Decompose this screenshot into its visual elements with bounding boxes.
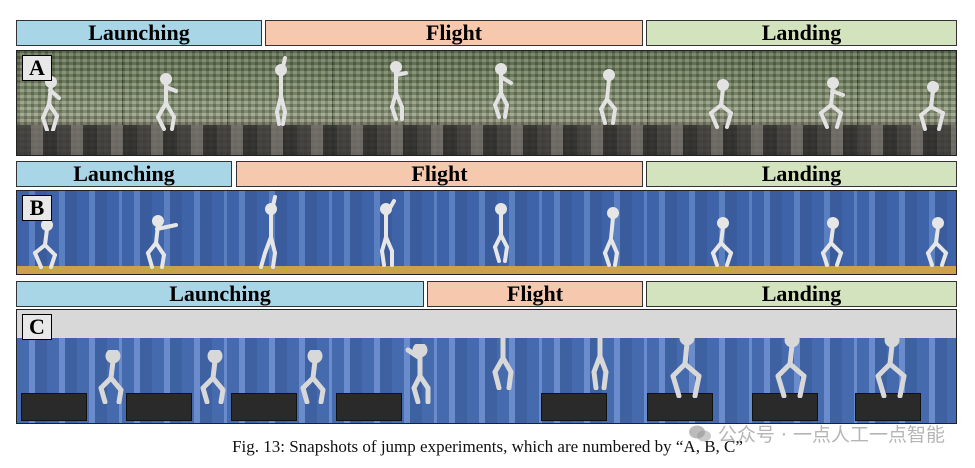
robot-figure-icon — [33, 219, 57, 269]
robot-figure-icon — [819, 77, 845, 129]
wechat-icon — [688, 425, 711, 441]
figure-caption: Fig. 13: Snapshots of jump experiments, … — [232, 437, 743, 456]
phase-bar-c: Launching Flight Landing — [16, 281, 957, 309]
robot-figure-icon — [493, 63, 513, 119]
robot-figure-icon — [709, 79, 733, 129]
phase-bar-b: Launching Flight Landing — [16, 161, 957, 189]
robot-figure-icon — [591, 316, 609, 390]
robot-figure-icon — [711, 217, 733, 267]
row-label-b: B — [22, 195, 52, 221]
robot-figure-icon — [200, 350, 226, 404]
snapshot-strip-a: A — [16, 50, 957, 156]
robot-figure-icon — [599, 69, 617, 125]
robot-figure-icon — [390, 61, 408, 121]
phase-flight-a: Flight — [265, 20, 643, 46]
robot-figure-icon — [493, 203, 509, 263]
phase-launching-b: Launching — [16, 161, 232, 187]
robot-figure-icon — [98, 350, 124, 404]
robot-figure-icon — [821, 217, 843, 267]
phase-landing-c: Landing — [646, 281, 957, 307]
robot-figure-icon — [603, 207, 619, 267]
robot-figure-icon — [300, 350, 326, 404]
row-label-c: C — [22, 314, 52, 340]
robot-figure-icon — [275, 56, 287, 126]
robot-figure-icon — [926, 217, 948, 267]
snapshot-strip-b: B — [16, 190, 957, 275]
row-label-a: A — [22, 55, 52, 81]
phase-flight-c: Flight — [427, 281, 643, 307]
robot-figure-icon — [875, 332, 907, 398]
row-a: Launching Flight Landing A — [16, 20, 957, 156]
watermark: 公众号 · 一点人工一点智能 — [688, 420, 945, 447]
robot-figure-icon — [156, 73, 178, 131]
phase-landing-a: Landing — [646, 20, 957, 46]
phase-flight-b: Flight — [236, 161, 643, 187]
phase-launching-a: Launching — [16, 20, 262, 46]
robot-figure-icon — [919, 81, 945, 131]
row-b: Launching Flight Landing B — [16, 161, 957, 275]
robot-figure-icon — [146, 215, 178, 269]
robot-figure-icon — [380, 199, 396, 267]
phase-landing-b: Landing — [646, 161, 957, 187]
phase-launching-c: Launching — [16, 281, 424, 307]
robot-figure-icon — [775, 332, 807, 398]
phase-bar-a: Launching Flight Landing — [16, 20, 957, 48]
row-c: Launching Flight Landing C — [16, 281, 957, 424]
robot-figure-icon — [486, 319, 514, 390]
robot-figure-icon — [405, 344, 431, 404]
watermark-text: 公众号 · 一点人工一点智能 — [717, 424, 945, 446]
robot-figure-icon — [41, 76, 61, 131]
robot-figure-icon — [259, 195, 277, 269]
snapshot-strip-c: C — [16, 309, 957, 424]
robot-figure-icon — [670, 330, 702, 398]
